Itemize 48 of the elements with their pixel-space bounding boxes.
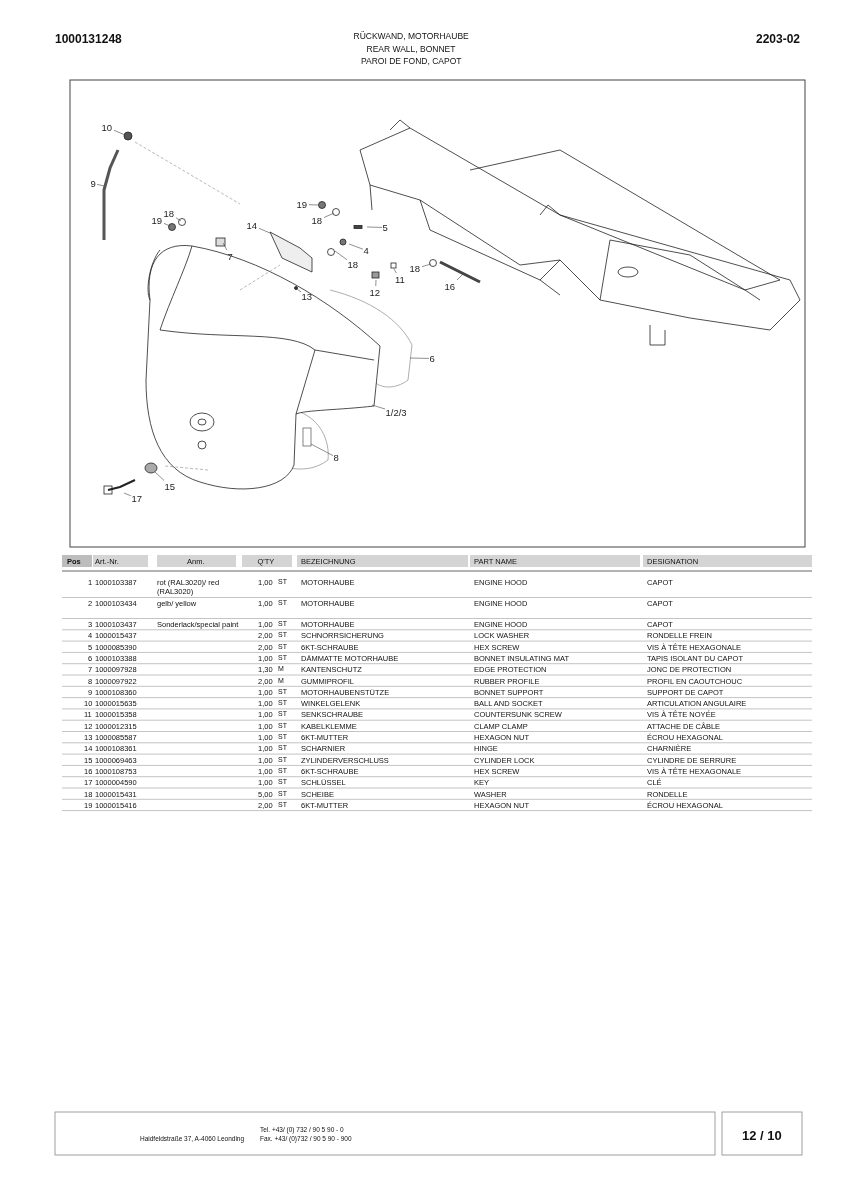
leader-line bbox=[409, 357, 430, 359]
page-number: 12 / 10 bbox=[742, 1128, 782, 1144]
callout-number: 6 bbox=[429, 352, 435, 364]
leader-line bbox=[258, 228, 271, 234]
revision-number: 2203-02 bbox=[756, 32, 801, 47]
leader-line bbox=[348, 243, 364, 250]
leader-line bbox=[113, 130, 126, 136]
callout-number: 16 bbox=[444, 280, 456, 292]
callout-number: 8 bbox=[333, 451, 339, 463]
callout-number: 7 bbox=[227, 250, 233, 262]
callout-number: 19 bbox=[151, 214, 163, 226]
leader-line bbox=[96, 184, 105, 187]
leader-line bbox=[375, 279, 377, 287]
callout-number: 15 bbox=[164, 480, 176, 492]
leader-line bbox=[163, 223, 171, 227]
document-number: 1000131248 bbox=[55, 32, 122, 47]
leader-line bbox=[296, 288, 302, 293]
leader-line bbox=[310, 443, 334, 456]
subtitle: REAR WALL, BONNET bbox=[366, 44, 456, 55]
leader-line bbox=[456, 273, 464, 281]
leader-line bbox=[323, 212, 335, 218]
callout-number: 11 bbox=[395, 273, 405, 285]
leader-line bbox=[393, 268, 397, 274]
callout-number: 13 bbox=[301, 290, 313, 302]
leader-line bbox=[308, 204, 319, 206]
callout-number: 5 bbox=[382, 221, 388, 233]
leader-line bbox=[154, 471, 165, 481]
callout-number: 9 bbox=[90, 177, 96, 189]
callout-number: 18 bbox=[409, 262, 421, 274]
callout-number: 14 bbox=[246, 219, 258, 231]
callout-number: 12 bbox=[369, 286, 381, 298]
callout-number: 4 bbox=[363, 244, 369, 256]
leader-line bbox=[123, 492, 132, 497]
leader-line bbox=[175, 217, 182, 222]
callout-number: 18 bbox=[311, 214, 323, 226]
leader-line bbox=[222, 242, 228, 251]
leader-line bbox=[366, 226, 383, 228]
callout-number: 1/2/3 bbox=[385, 406, 407, 418]
callout-number: 18 bbox=[163, 207, 175, 219]
leader-line bbox=[421, 263, 432, 267]
subtitle: PAROI DE FOND, CAPOT bbox=[361, 56, 462, 67]
callout-number: 18 bbox=[347, 258, 359, 270]
leader-line bbox=[334, 250, 348, 261]
leader-line bbox=[371, 404, 386, 410]
callout-number: 10 bbox=[101, 121, 113, 133]
callout-number: 19 bbox=[296, 198, 308, 210]
callout-number: 17 bbox=[131, 492, 143, 504]
title: RÜCKWAND, MOTORHAUBE bbox=[353, 31, 469, 42]
